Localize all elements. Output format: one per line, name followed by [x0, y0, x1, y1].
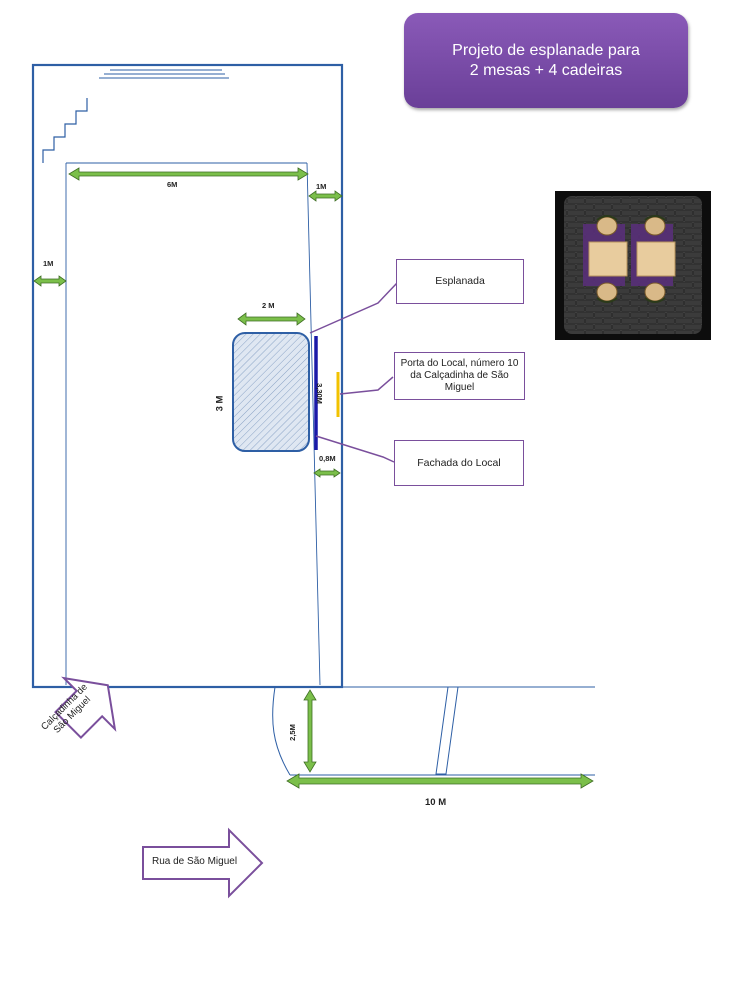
calcadinha-direction-arrow [54, 676, 117, 739]
arrow-1m-left [33, 275, 67, 287]
label-1m-right: 1M [316, 182, 327, 191]
label-6m: 6M [167, 180, 178, 189]
callout-porta: Porta do Local, número 10 da Calçadinha … [394, 352, 525, 400]
street-outline [33, 686, 595, 776]
stairs-top-lines [99, 69, 229, 79]
label-3m: 3 M [214, 395, 226, 412]
stairs-icon [42, 98, 88, 163]
rua-direction-arrow [142, 827, 264, 899]
arrow-2-5m [303, 689, 317, 773]
arrow-6m [68, 167, 309, 181]
label-10m: 10 M [425, 797, 447, 808]
arrow-1m-right [308, 190, 343, 202]
arrow-2m [237, 312, 306, 326]
label-0-8m: 0,8M [319, 454, 336, 463]
callout-fachada: Fachada do Local [394, 440, 524, 486]
label-1m-left: 1M [43, 259, 54, 268]
project-title-box: Projeto de esplanade para 2 mesas + 4 ca… [404, 13, 688, 108]
callout-porta-text: Porta do Local, número 10 da Calçadinha … [400, 358, 519, 393]
label-3-30m: 3,30M [314, 383, 324, 404]
title-line-1: Projeto de esplanade para [452, 41, 640, 59]
inner-walkway-lines [65, 162, 321, 686]
arrow-0-8m [313, 468, 341, 478]
terrace-area [232, 332, 310, 452]
callout-connectors [309, 282, 398, 463]
label-2m: 2 M [262, 301, 275, 310]
label-2-5m: 2,5M [287, 724, 297, 741]
callout-fachada-text: Fachada do Local [417, 456, 501, 469]
callout-esplanada-text: Esplanada [435, 275, 485, 287]
arrow-10m [286, 773, 594, 789]
callout-esplanada: Esplanada [396, 259, 524, 304]
furniture-photo-icon [555, 191, 711, 340]
label-rua-sao-miguel: Rua de São Miguel [152, 856, 238, 867]
title-line-2: 2 mesas + 4 cadeiras [469, 61, 623, 79]
